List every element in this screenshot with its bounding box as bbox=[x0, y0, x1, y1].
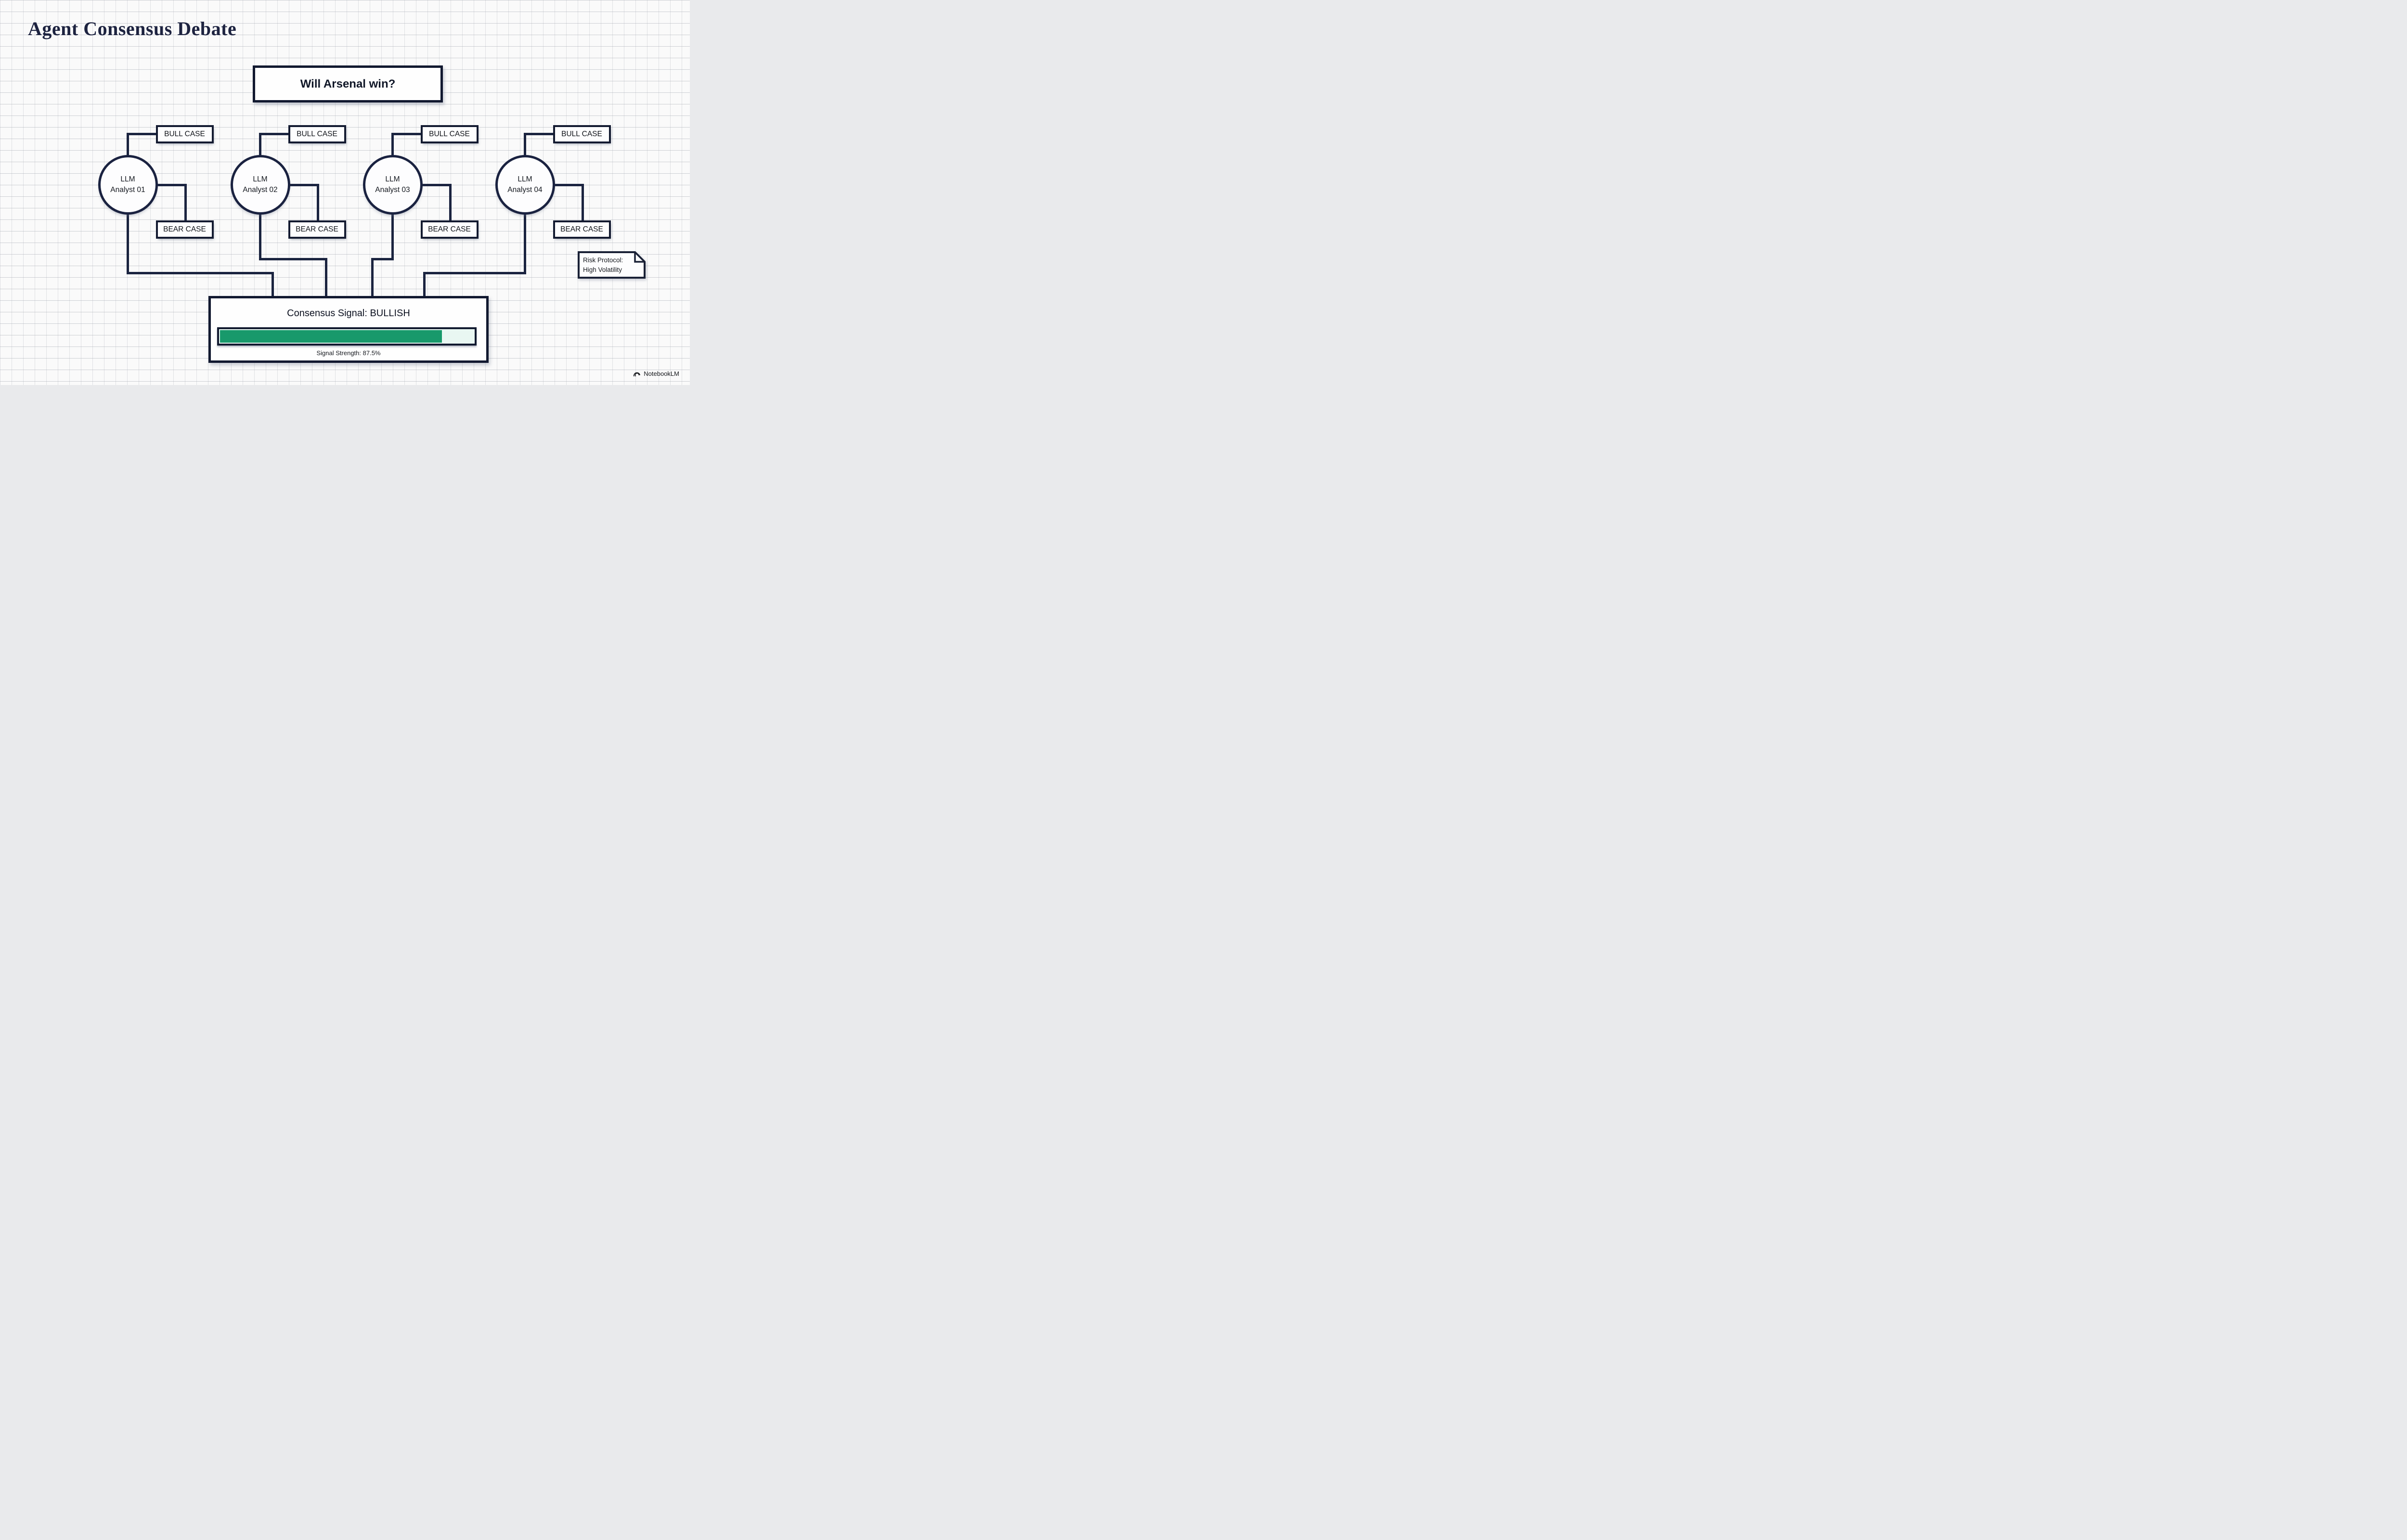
consensus-connector-bus bbox=[423, 272, 526, 274]
bear-case-label: BEAR CASE bbox=[560, 225, 603, 233]
bull-case-label: BULL CASE bbox=[164, 130, 205, 138]
consensus-connector-entry bbox=[423, 272, 426, 298]
note-shape bbox=[578, 251, 646, 279]
bear-case-box: BEAR CASE bbox=[420, 220, 479, 239]
question-label: Will Arsenal win? bbox=[300, 77, 396, 90]
bear-connector-vertical bbox=[317, 183, 319, 222]
bull-connector-vertical bbox=[524, 133, 526, 157]
bear-connector-horizontal bbox=[553, 183, 584, 186]
analyst-name-line1: LLM bbox=[120, 175, 135, 184]
bull-connector-vertical bbox=[127, 133, 129, 157]
analyst-name-line2: Analyst 04 bbox=[507, 186, 543, 194]
consensus-connector-drop bbox=[524, 213, 526, 274]
bear-case-label: BEAR CASE bbox=[163, 225, 206, 233]
analyst-name-line1: LLM bbox=[253, 175, 268, 184]
risk-note-line1: Risk Protocol: bbox=[583, 257, 623, 264]
consensus-connector-entry bbox=[324, 258, 327, 298]
consensus-connector-bus bbox=[127, 272, 274, 274]
bull-connector-horizontal bbox=[524, 133, 553, 135]
bear-connector-vertical bbox=[449, 183, 452, 222]
analyst-node-3: LLM Analyst 03 bbox=[362, 155, 423, 215]
analyst-node-1: LLM Analyst 01 bbox=[98, 155, 158, 215]
consensus-connector-bus bbox=[371, 258, 394, 260]
analyst-name-line1: LLM bbox=[518, 175, 532, 184]
bull-connector-horizontal bbox=[259, 133, 288, 135]
analyst-name-line2: Analyst 03 bbox=[375, 186, 410, 194]
bull-connector-vertical bbox=[391, 133, 394, 157]
bull-case-box: BULL CASE bbox=[288, 125, 346, 143]
signal-strength-bar-fill bbox=[220, 330, 442, 343]
bull-case-label: BULL CASE bbox=[429, 130, 470, 138]
bull-connector-vertical bbox=[259, 133, 261, 157]
bear-case-box: BEAR CASE bbox=[155, 220, 214, 239]
watermark: NotebookLM bbox=[633, 370, 679, 377]
bull-case-label: BULL CASE bbox=[297, 130, 337, 138]
risk-note-line2: High Volatility bbox=[583, 266, 622, 273]
bull-case-box: BULL CASE bbox=[553, 125, 611, 143]
bear-connector-horizontal bbox=[288, 183, 319, 186]
signal-strength-label: Signal Strength: 87.5% bbox=[316, 349, 381, 357]
consensus-label: Consensus Signal: BULLISH bbox=[287, 308, 410, 319]
analyst-name-line2: Analyst 02 bbox=[243, 186, 278, 194]
bull-case-label: BULL CASE bbox=[561, 130, 602, 138]
bull-case-box: BULL CASE bbox=[155, 125, 214, 143]
analyst-node-2: LLM Analyst 02 bbox=[230, 155, 290, 215]
bull-connector-horizontal bbox=[391, 133, 421, 135]
page-title: Agent Consensus Debate bbox=[28, 18, 237, 39]
analyst-name-line2: Analyst 01 bbox=[110, 186, 145, 194]
bear-connector-horizontal bbox=[155, 183, 187, 186]
consensus-connector-drop bbox=[127, 213, 129, 274]
bear-connector-vertical bbox=[582, 183, 584, 222]
consensus-connector-entry bbox=[271, 272, 274, 298]
consensus-box: Consensus Signal: BULLISH Signal Strengt… bbox=[208, 296, 489, 363]
bull-case-box: BULL CASE bbox=[420, 125, 479, 143]
consensus-connector-bus bbox=[259, 258, 327, 260]
diagram-canvas: Agent Consensus Debate Will Arsenal win?… bbox=[0, 0, 690, 385]
analyst-node-4: LLM Analyst 04 bbox=[495, 155, 555, 215]
question-box: Will Arsenal win? bbox=[253, 65, 443, 103]
bear-case-label: BEAR CASE bbox=[428, 225, 471, 233]
consensus-connector-drop bbox=[391, 213, 394, 260]
risk-note-text: Risk Protocol: High Volatility bbox=[583, 256, 623, 274]
consensus-connector-entry bbox=[371, 258, 374, 298]
bear-case-box: BEAR CASE bbox=[288, 220, 346, 239]
signal-strength-bar bbox=[217, 327, 477, 346]
bull-connector-horizontal bbox=[127, 133, 156, 135]
bear-case-label: BEAR CASE bbox=[296, 225, 338, 233]
notebooklm-logo-icon bbox=[634, 372, 641, 377]
bear-connector-horizontal bbox=[420, 183, 452, 186]
consensus-connector-drop bbox=[259, 213, 261, 260]
bear-case-box: BEAR CASE bbox=[553, 220, 611, 239]
analyst-name-line1: LLM bbox=[385, 175, 400, 184]
risk-protocol-note: Risk Protocol: High Volatility bbox=[578, 251, 646, 279]
watermark-label: NotebookLM bbox=[644, 370, 679, 377]
bear-connector-vertical bbox=[184, 183, 187, 222]
